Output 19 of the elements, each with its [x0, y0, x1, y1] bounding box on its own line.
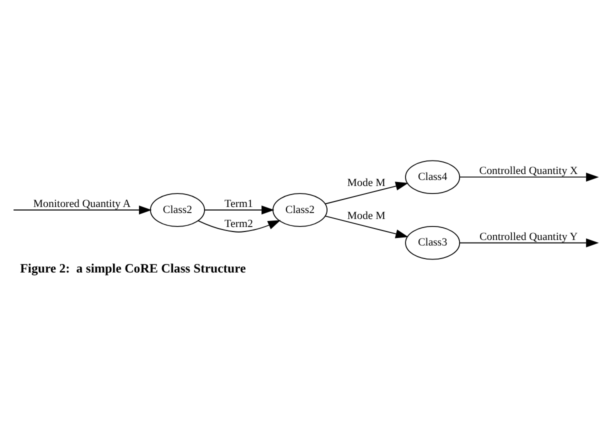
edge-label: Term1	[224, 197, 253, 210]
node-ellipse: Class2	[150, 192, 205, 226]
edge-label: Monitored Quantity A	[33, 197, 131, 210]
arrow	[204, 205, 274, 214]
arrow	[13, 205, 152, 214]
edge-label: Controlled Quantity X	[479, 164, 578, 176]
arrow	[198, 220, 281, 232]
arrow	[324, 215, 408, 238]
arrow	[459, 172, 599, 182]
arrow	[459, 238, 599, 247]
arrow	[324, 181, 408, 204]
edge-label: Controlled Quantity Y	[479, 230, 578, 242]
node-ellipse: Class3	[405, 225, 460, 260]
node-ellipse: Class4	[405, 160, 460, 194]
node-ellipse: Class2	[272, 192, 328, 226]
edge-label: Mode M	[347, 176, 386, 188]
edge-label: Mode M	[347, 209, 386, 222]
edge-label: Term2	[224, 217, 253, 230]
caption: Figure 2: a simple CoRE Class Structure	[20, 260, 246, 275]
